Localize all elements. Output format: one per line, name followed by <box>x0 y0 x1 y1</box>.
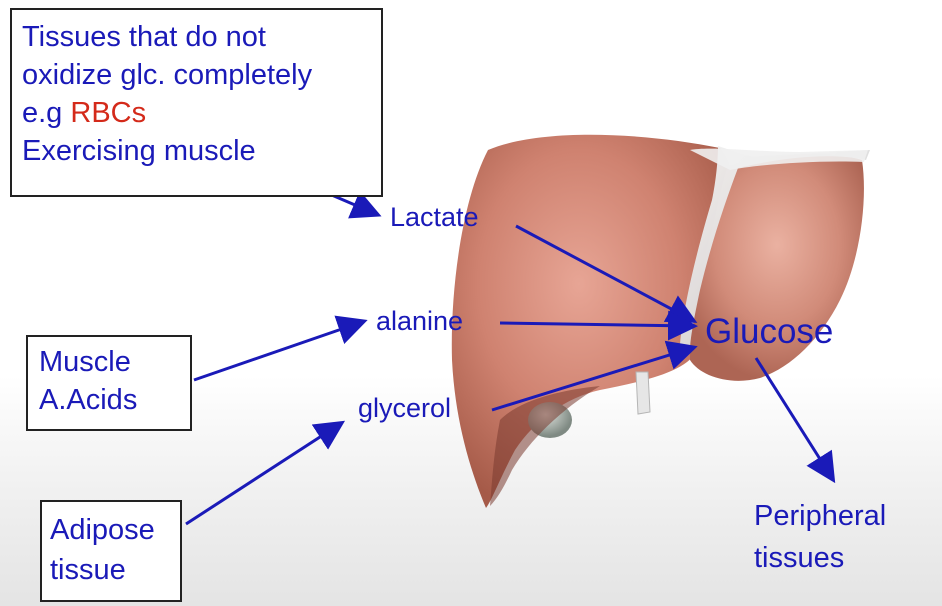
peripheral-line-1: Peripheral <box>754 495 886 537</box>
tissues-line-4: Exercising muscle <box>22 132 381 170</box>
box-muscle-amino-acids: Muscle A.Acids <box>26 335 192 431</box>
tissues-eg-prefix: e.g <box>22 97 70 129</box>
adipose-line-1: Adipose <box>50 510 180 550</box>
box-adipose-tissue: Adipose tissue <box>40 500 182 602</box>
tissues-line-2: oxidize glc. completely <box>22 56 381 94</box>
arrow-muscle-to-alanine <box>194 322 362 380</box>
muscle-line-1: Muscle <box>39 343 190 381</box>
peripheral-line-2: tissues <box>754 537 886 579</box>
label-lactate: Lactate <box>390 202 479 233</box>
muscle-line-2: A.Acids <box>39 381 190 419</box>
arrow-alanine-to-glucose <box>500 323 692 326</box>
rbcs-highlight: RBCs <box>70 97 146 129</box>
arrow-lactate-to-glucose <box>516 226 692 320</box>
arrow-glucose-to-peripheral <box>756 358 832 478</box>
tissues-line-1: Tissues that do not <box>22 18 381 56</box>
arrow-adipose-to-glycerol <box>186 424 340 524</box>
adipose-line-2: tissue <box>50 550 180 590</box>
box-tissues-incomplete-oxidation: Tissues that do not oxidize glc. complet… <box>10 8 383 197</box>
label-glucose: Glucose <box>705 312 833 352</box>
label-glycerol: glycerol <box>358 393 451 424</box>
arrow-glycerol-to-glucose <box>492 348 692 410</box>
tissues-line-3: e.g RBCs <box>22 94 381 132</box>
label-peripheral-tissues: Peripheral tissues <box>754 495 886 579</box>
label-alanine: alanine <box>376 306 463 337</box>
